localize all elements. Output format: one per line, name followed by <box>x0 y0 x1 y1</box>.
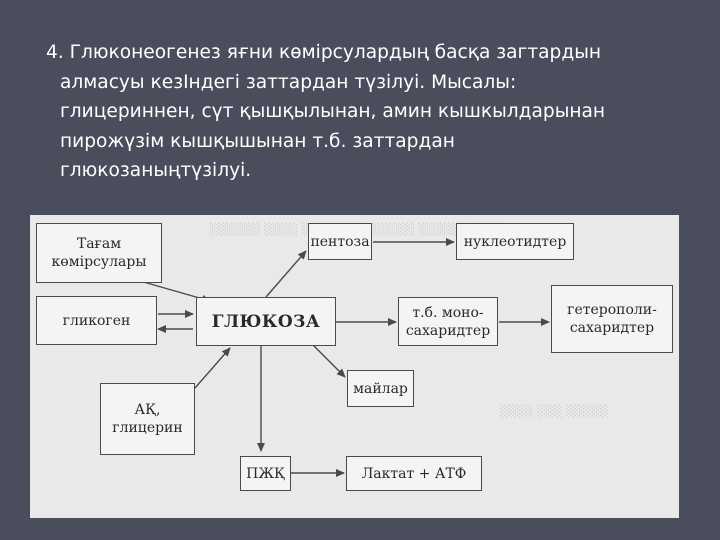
paragraph-line: глицериннен, сүт қышқылынан, амин кышкыл… <box>60 101 606 122</box>
arrow-glucose-to-fats <box>311 343 346 378</box>
arrow-glycerol-to-glucose <box>194 347 231 389</box>
node-glucose: ГЛЮКОЗА <box>196 297 336 346</box>
node-nucleotides: нуклеотидтер <box>456 223 574 260</box>
paragraph-line: 4. Глюконеогенез яғни көмірсулардың басқ… <box>46 42 602 63</box>
paragraph-line: алмасуы кезІндегі заттардан түзілуі. Мыс… <box>60 71 517 93</box>
node-fats: майлар <box>347 370 414 407</box>
diagram-connectors <box>139 238 550 477</box>
arrow-glucose-to-pentose <box>265 250 307 298</box>
paragraph-line: пирожүзім кышқышынан т.б. заттардан <box>60 130 455 152</box>
node-glycerol: АҚ, глицерин <box>100 383 195 455</box>
glucose-metabolism-diagram: ░░░░░░ ░░░░ ░░░░░ ░░░░░░░░ ░░░░░░ ░░░░ ░… <box>30 215 679 518</box>
node-glycogen: гликоген <box>36 296 157 345</box>
paragraph-line: глюкозаныңтүзілуі. <box>60 160 252 181</box>
node-monosaccharides: т.б. моно- сахаридтер <box>398 297 498 346</box>
node-amino-acids: ПЖҚ <box>240 456 291 491</box>
slide-paragraph: 4. Глюконеогенез яғни көмірсулардың басқ… <box>0 38 700 186</box>
node-food-carbohydrates: Тағам көмірсулары <box>36 223 162 283</box>
node-pentose: пентоза <box>308 223 372 260</box>
node-heteropolysaccharides: гетерополи- сахаридтер <box>551 285 673 353</box>
node-lactate-atp: Лактат + АТФ <box>346 456 482 491</box>
